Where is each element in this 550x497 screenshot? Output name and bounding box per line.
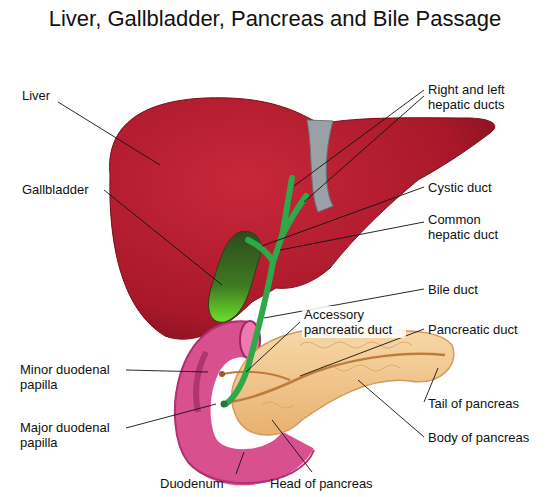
accessory-pancreatic-duct [222, 372, 290, 380]
part-label: Tail of pancreas [428, 396, 543, 411]
part-label: Liver [22, 88, 102, 103]
pancreas [231, 327, 453, 435]
duodenum-inner [196, 352, 206, 412]
part-label: Duodenum [160, 476, 240, 491]
falciform-ligament [307, 120, 333, 212]
leader-lines [58, 90, 438, 474]
part-label: Common hepatic duct [428, 212, 513, 242]
part-label: Right and left hepatic ducts [428, 82, 528, 112]
part-label: Minor duodenal papilla [20, 362, 124, 392]
major-papilla [221, 401, 228, 408]
part-label: Gallbladder [22, 182, 122, 197]
pancreas-lobules [262, 342, 412, 408]
part-label: Pancreatic duct [428, 322, 543, 337]
part-label: Major duodenal papilla [20, 420, 124, 450]
part-label: Body of pancreas [428, 430, 543, 445]
pancreatic-duct [228, 354, 445, 402]
part-label: Cystic duct [428, 180, 538, 195]
part-label: Bile duct [428, 282, 538, 297]
minor-papilla [219, 371, 225, 377]
part-label: Accessory pancreatic duct [302, 306, 406, 338]
part-label: Head of pancreas [270, 476, 400, 491]
bile-ducts [226, 178, 306, 404]
title: Liver, Gallbladder, Pancreas and Bile Pa… [0, 6, 550, 32]
